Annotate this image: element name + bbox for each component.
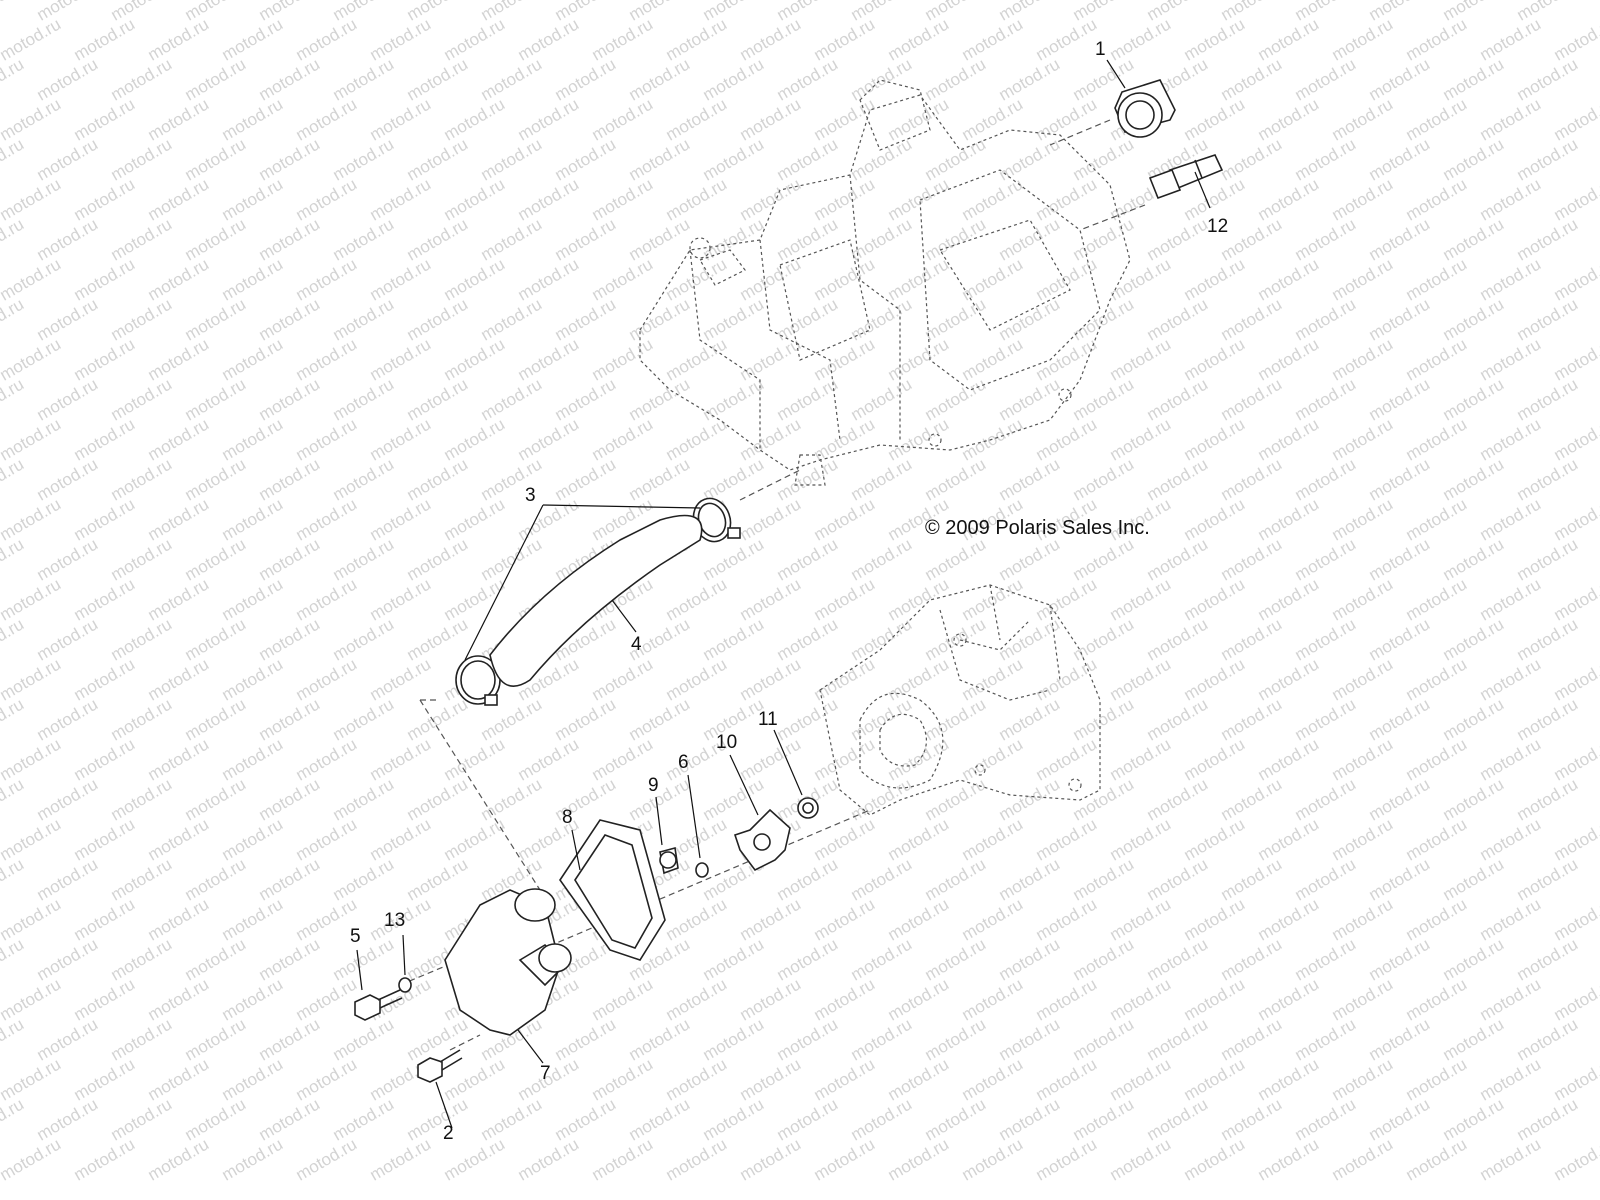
part-12-temperature-sensor	[1148, 154, 1224, 200]
part-1-thermostat-cover	[1114, 79, 1176, 138]
callout-11: 11	[758, 709, 778, 730]
callout-8: 8	[562, 807, 573, 828]
part-2-bolt	[417, 1049, 463, 1083]
copyright-notice: © 2009 Polaris Sales Inc.	[925, 517, 1150, 539]
part-5-bolt	[354, 989, 403, 1021]
callout-6: 6	[678, 752, 689, 773]
callout-9: 9	[648, 775, 659, 796]
crankcase-outline	[819, 584, 1101, 816]
callout-10: 10	[716, 732, 738, 753]
part-11-seal	[797, 797, 819, 819]
callout-12: 12	[1207, 216, 1229, 237]
part-4-coolant-hose	[489, 514, 703, 687]
callout-5: 5	[350, 926, 361, 947]
callout-leaders	[356, 59, 1211, 1129]
part-7-water-pump-cover	[444, 888, 572, 1036]
part-10-impeller	[733, 808, 791, 872]
callout-13: 13	[384, 910, 406, 931]
part-6-washer	[695, 862, 709, 878]
callout-1: 1	[1095, 39, 1106, 60]
callout-3: 3	[525, 485, 536, 506]
part-3-hose-clamps	[455, 497, 741, 706]
callout-2: 2	[443, 1123, 454, 1144]
callout-7: 7	[540, 1063, 551, 1084]
part-8-gasket	[559, 819, 666, 961]
callout-4: 4	[631, 634, 642, 655]
part-9-bolt	[659, 846, 679, 875]
cylinder-head-outline	[639, 79, 1131, 486]
part-13-washer	[398, 977, 412, 993]
